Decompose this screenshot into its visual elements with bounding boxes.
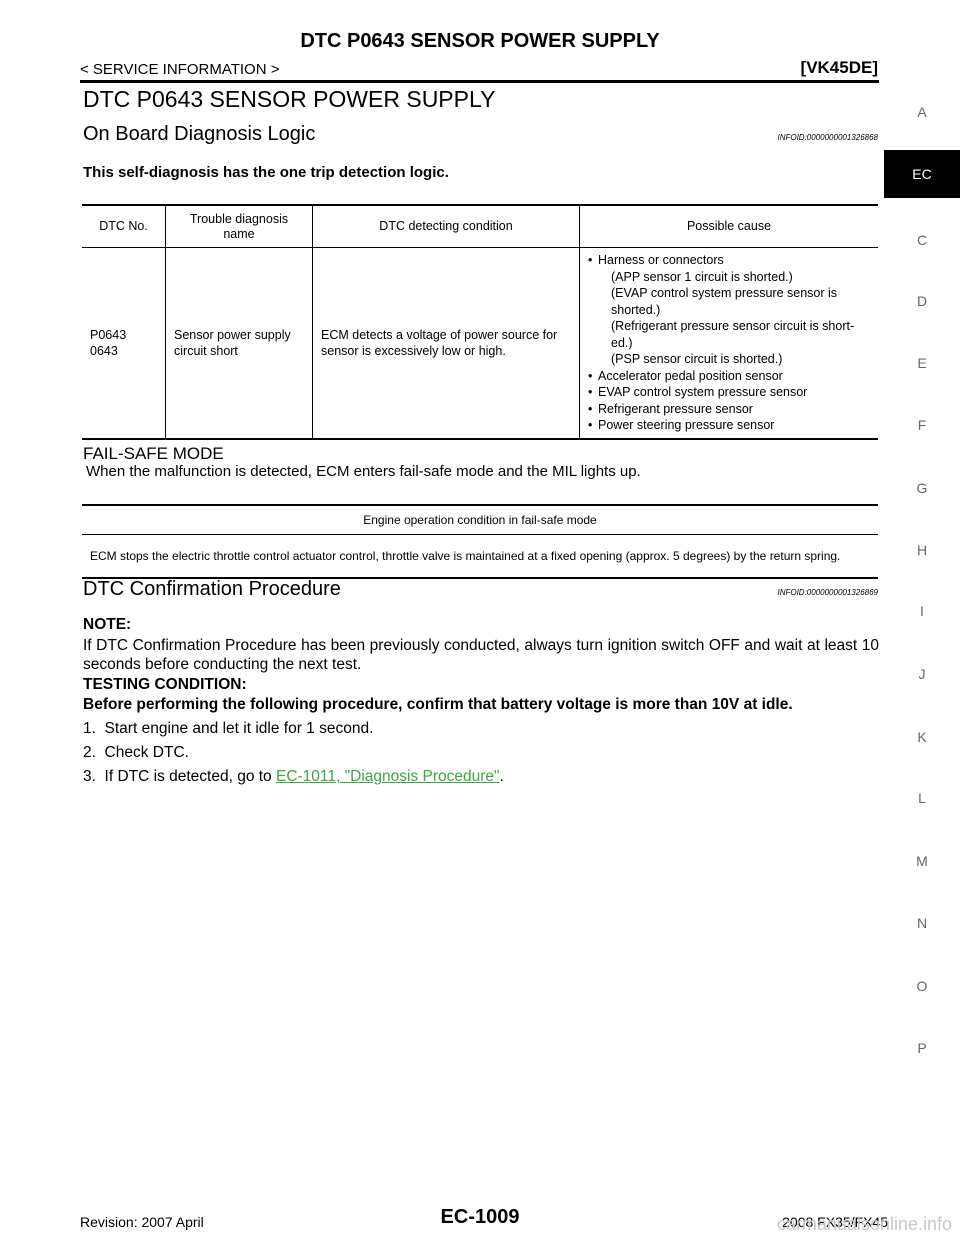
confirmation-heading: DTC Confirmation Procedure — [83, 578, 341, 600]
tab-i[interactable]: I — [920, 603, 924, 619]
revision-date: Revision: 2007 April — [80, 1214, 204, 1230]
cause-subitem: (PSP sensor circuit is shorted.) — [611, 352, 783, 366]
failsafe-header: Engine operation condition in fail-safe … — [363, 513, 597, 527]
dtc-table: DTC No. Trouble diagnosis name DTC detec… — [82, 204, 878, 440]
cause-item: Refrigerant pressure sensor — [588, 401, 870, 418]
header-diag-name: Trouble diagnosis name — [165, 205, 313, 248]
tab-m[interactable]: M — [916, 853, 928, 869]
obd-infoid: INFOID:0000000001326868 — [777, 133, 878, 142]
step-1: 1. Start engine and let it idle for 1 se… — [83, 720, 374, 737]
tab-c[interactable]: C — [916, 232, 928, 248]
tab-o[interactable]: O — [916, 978, 928, 994]
header-dtc-no: DTC No. — [99, 219, 148, 233]
header-possible-cause: Possible cause — [579, 205, 878, 248]
step-3: 3. If DTC is detected, go to EC-1011, "D… — [83, 768, 504, 786]
failsafe-heading: FAIL-SAFE MODE — [83, 444, 224, 463]
obd-logic-heading: On Board Diagnosis Logic — [83, 123, 316, 145]
cause-item: Harness or connectors (APP sensor 1 circ… — [588, 252, 870, 368]
header-condition: DTC detecting condition — [312, 205, 580, 248]
cause-item: Accelerator pedal position sensor — [588, 368, 870, 385]
table-row: P0643 0643 Sensor power supply circuit s… — [82, 247, 878, 439]
diag-name: Sensor power supply circuit short — [165, 247, 313, 439]
cause-list: Harness or connectors (APP sensor 1 circ… — [588, 252, 870, 434]
table-row: ECM stops the electric throttle control … — [82, 535, 878, 578]
watermark: carmanualsonline.info — [776, 1214, 952, 1234]
document-title: DTC P0643 SENSOR POWER SUPPLY — [300, 30, 660, 52]
dtc-number: P0643 0643 — [90, 327, 127, 358]
cause-subitem: (EVAP control system pressure sensor is … — [611, 286, 838, 317]
tab-g[interactable]: G — [916, 480, 928, 496]
step-3-suffix: . — [499, 768, 504, 785]
diagnosis-procedure-link[interactable]: EC-1011, "Diagnosis Procedure" — [275, 768, 500, 785]
possible-causes: Harness or connectors (APP sensor 1 circ… — [579, 247, 878, 439]
tab-e[interactable]: E — [917, 355, 927, 371]
cause-label: Harness or connectors — [598, 253, 724, 267]
vehicle-model: 2008 FX35/FX45 — [782, 1214, 888, 1230]
tab-h[interactable]: H — [916, 542, 928, 558]
step-3-text: 3. If DTC is detected, go to — [83, 768, 276, 785]
detect-condition: ECM detects a voltage of power source fo… — [312, 247, 580, 439]
failsafe-body: ECM stops the electric throttle control … — [90, 548, 841, 563]
tab-p[interactable]: P — [917, 1040, 927, 1056]
one-trip-note: This self-diagnosis has the one trip det… — [83, 164, 449, 181]
confirmation-infoid: INFOID:0000000001326869 — [777, 588, 878, 597]
failsafe-table: Engine operation condition in fail-safe … — [82, 504, 878, 579]
cause-subitem: (Refrigerant pressure sensor circuit is … — [611, 319, 855, 350]
page-number: EC-1009 — [440, 1206, 520, 1228]
note-text: If DTC Confirmation Procedure has been p… — [83, 637, 879, 673]
step-2: 2. Check DTC. — [83, 744, 189, 761]
testing-condition-text: Before performing the following procedur… — [83, 696, 793, 713]
tab-n[interactable]: N — [916, 915, 928, 931]
breadcrumb: < SERVICE INFORMATION > — [80, 61, 280, 78]
tab-f[interactable]: F — [917, 417, 927, 433]
tab-ec[interactable]: EC — [884, 150, 960, 198]
cause-item: EVAP control system pressure sensor — [588, 384, 870, 401]
tab-l[interactable]: L — [918, 790, 926, 806]
tab-k[interactable]: K — [917, 729, 927, 745]
failsafe-table-header: Engine operation condition in fail-safe … — [82, 505, 878, 535]
note-label: NOTE: — [83, 616, 132, 633]
dtc-table-header: DTC No. Trouble diagnosis name DTC detec… — [82, 205, 878, 248]
tab-a[interactable]: A — [917, 104, 927, 120]
tab-d[interactable]: D — [916, 293, 928, 309]
section-title: DTC P0643 SENSOR POWER SUPPLY — [83, 86, 496, 112]
testing-condition-label: TESTING CONDITION: — [83, 676, 247, 693]
failsafe-text: When the malfunction is detected, ECM en… — [86, 463, 641, 480]
engine-code: [VK45DE] — [800, 58, 878, 77]
tab-j[interactable]: J — [918, 666, 926, 682]
cause-item: Power steering pressure sensor — [588, 417, 870, 434]
cause-subitem: (APP sensor 1 circuit is shorted.) — [611, 269, 793, 284]
header-divider — [80, 80, 879, 83]
